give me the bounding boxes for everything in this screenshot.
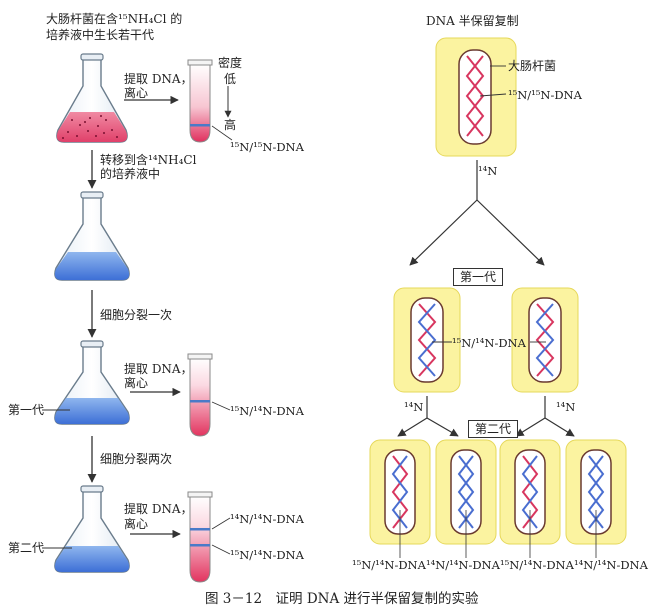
label-transfer-2: 的培养液中: [100, 167, 161, 181]
label-gen2-dna-1: ¹⁵N/¹⁴N-DNA: [352, 558, 426, 572]
label-divide-twice: 细胞分裂两次: [100, 452, 173, 466]
label-high: 高: [224, 118, 237, 132]
label-gen1-dna: ¹⁵N/¹⁴N-DNA: [452, 336, 526, 350]
bacterium-gen2-2: [435, 439, 497, 545]
label-extract-3a: 提取 DNA，: [124, 502, 193, 516]
label-low: 低: [224, 72, 237, 86]
bacterium-gen2-1: [369, 439, 431, 545]
label-transfer-1: 转移到含¹⁴NH₄Cl: [100, 153, 197, 167]
label-grow-2: 培养液中生长若干代: [46, 28, 155, 42]
label-extract-2b: 离心: [124, 376, 149, 390]
label-gen2-left: 第二代: [8, 541, 45, 555]
bacterium-gen1-left: [393, 287, 461, 393]
label-gen2-dna-2: ¹⁴N/¹⁴N-DNA: [426, 558, 500, 572]
label-tube3-band-bottom: ¹⁵N/¹⁴N-DNA: [230, 548, 304, 562]
label-divide-once: 细胞分裂一次: [100, 308, 173, 322]
label-extract-2a: 提取 DNA，: [124, 362, 193, 376]
label-gen1-left: 第一代: [8, 403, 45, 417]
centrifuge-tube-3: [187, 491, 213, 583]
flask-1: [56, 53, 128, 143]
bacterium-parent: [435, 37, 517, 157]
label-extract-3b: 离心: [124, 517, 149, 531]
label-n14-top: ¹⁴N: [478, 164, 498, 178]
bacterium-gen1-right: [511, 287, 579, 393]
centrifuge-tube-2: [187, 353, 213, 437]
label-gen2-box: 第二代: [468, 420, 519, 438]
label-n14-right: ¹⁴N: [556, 400, 576, 414]
label-extract-1a: 提取 DNA，: [124, 72, 193, 86]
centrifuge-tube-1: [187, 59, 213, 143]
label-ecoli: 大肠杆菌: [508, 59, 557, 73]
label-tube2-band: ¹⁵N/¹⁴N-DNA: [230, 404, 304, 418]
label-n14-left: ¹⁴N: [404, 400, 424, 414]
flask-4: [54, 485, 130, 573]
flask-3: [54, 340, 130, 425]
label-density: 密度: [218, 56, 243, 70]
label-gen2-dna-4: ¹⁴N/¹⁴N-DNA: [574, 558, 648, 572]
label-gen2-dna-3: ¹⁵N/¹⁴N-DNA: [500, 558, 574, 572]
flask-2: [54, 191, 130, 281]
bacterium-gen2-4: [565, 439, 627, 545]
label-tube3-band-top: ¹⁴N/¹⁴N-DNA: [230, 512, 304, 526]
label-parent-dna: ¹⁵N/¹⁵N-DNA: [508, 88, 582, 102]
label-tube1-band: ¹⁵N/¹⁵N-DNA: [230, 140, 304, 154]
label-dna-title: DNA 半保留复制: [426, 14, 519, 28]
figure-caption: 图 3－12 证明 DNA 进行半保留复制的实验: [205, 591, 479, 607]
label-grow-1: 大肠杆菌在含¹⁵NH₄Cl 的: [46, 12, 183, 26]
label-extract-1b: 离心: [124, 86, 149, 100]
label-gen1-box: 第一代: [453, 268, 504, 286]
